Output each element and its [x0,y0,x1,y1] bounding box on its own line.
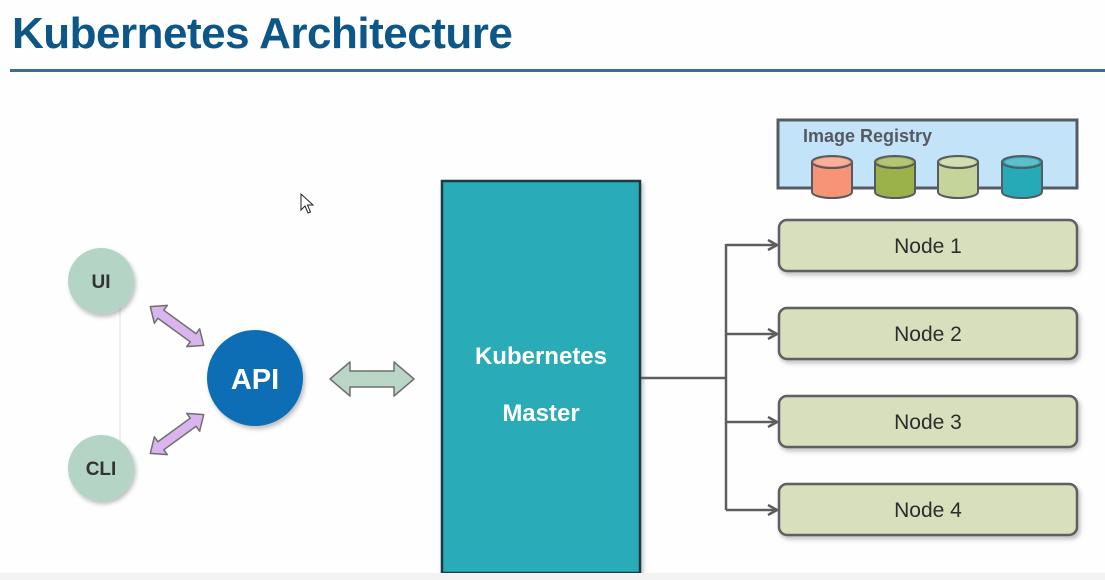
node-box [777,218,1079,273]
cylinder-top [874,155,916,169]
registry-cylinder-3 [937,155,979,199]
bottom-band [0,573,1105,580]
registry-cylinder-2 [874,155,916,199]
node-2[interactable]: Node 2 [777,306,1079,361]
node-3[interactable]: Node 3 [777,394,1079,449]
ui-client[interactable]: UI [68,248,134,314]
master-label-line2: Master [502,400,579,427]
registry-cylinder-4 [1001,155,1043,199]
node-label: Node 1 [894,235,962,258]
ui-circle [68,248,134,314]
api-server[interactable]: API [207,330,303,426]
cylinder-highlight [1005,158,1039,166]
registry-cylinder-1 [811,155,853,199]
cylinder-highlight [815,158,849,166]
cylinder-body [811,161,853,199]
node-label: Node 4 [894,499,962,522]
cli-api-double-arrow [149,412,205,456]
registry-label: Image Registry [803,126,932,146]
ui-api-double-arrow [149,304,205,348]
image-registry[interactable]: Image Registry [776,118,1079,199]
api-circle [207,330,303,426]
cylinder-top [1001,155,1043,169]
title-divider [10,69,1105,72]
node-box [777,306,1079,361]
cylinder-body [1001,161,1043,199]
cli-label: CLI [86,459,117,480]
cylinder-highlight [941,158,975,166]
master-box [440,179,642,575]
api-label: API [231,364,279,396]
cylinder-top [937,155,979,169]
node-4[interactable]: Node 4 [777,482,1079,537]
ui-label: UI [92,272,111,293]
cylinder-top [811,155,853,169]
node-box [777,394,1079,449]
mouse-cursor-icon [300,192,315,214]
api-master-double-arrow [329,361,415,397]
node-label: Node 2 [894,323,962,346]
node-box [777,482,1079,537]
cli-circle [68,435,134,501]
slide-title: Kubernetes Architecture [12,9,513,58]
worker-nodes: Node 1 Node 2 Node 3 Node 4 [777,218,1079,537]
registry-cylinders [811,155,1043,199]
kubernetes-master[interactable]: Kubernetes Master [440,179,642,575]
cylinder-highlight [878,158,912,166]
cylinder-body [937,161,979,199]
cylinder-body [874,161,916,199]
node-1[interactable]: Node 1 [777,218,1079,273]
node-connectors [641,244,777,510]
cli-client[interactable]: CLI [68,435,134,501]
master-label-line1: Kubernetes [475,343,607,370]
node-label: Node 3 [894,411,962,434]
